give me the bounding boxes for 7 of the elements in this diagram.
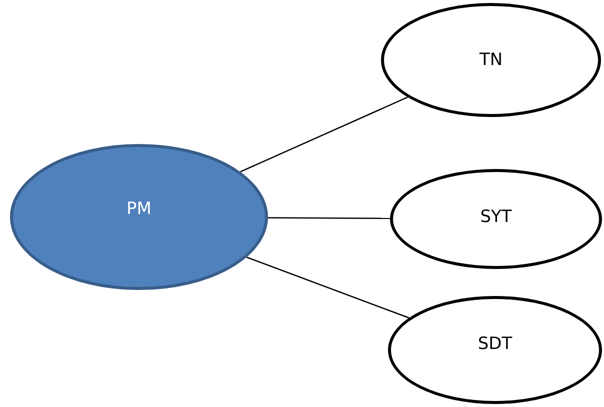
connector-line bbox=[268, 217, 390, 220]
connector-line bbox=[240, 96, 408, 172]
node-label: PM bbox=[126, 199, 152, 219]
node-label: TN bbox=[479, 50, 503, 70]
node-label: SYT bbox=[480, 207, 512, 227]
node-label: SDT bbox=[478, 334, 512, 354]
connector-line bbox=[246, 256, 410, 318]
